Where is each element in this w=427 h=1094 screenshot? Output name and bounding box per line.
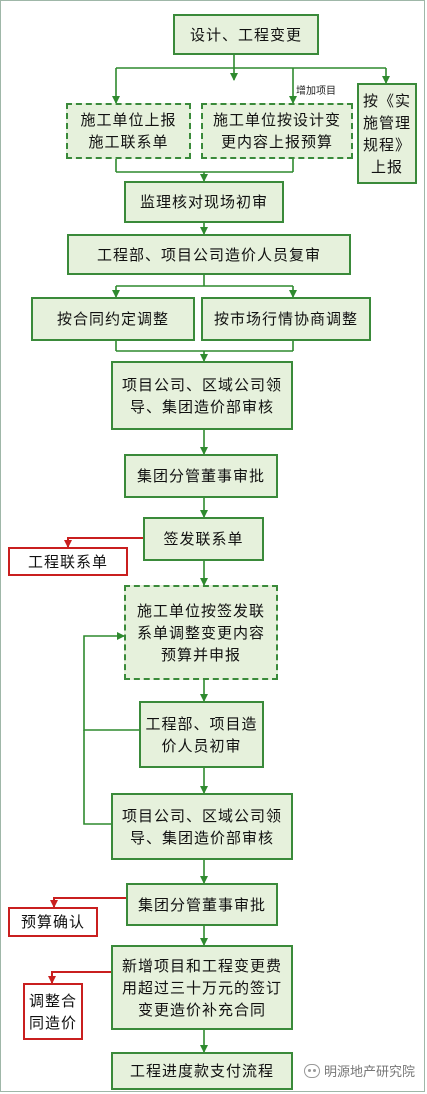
node-director-approval-1: 集团分管董事审批 [124,454,278,498]
node-adjust-by-contract: 按合同约定调整 [31,297,195,341]
node-progress-payment: 工程进度款支付流程 [111,1052,293,1090]
edge-n15-loop [83,730,111,825]
node-director-approval-2: 集团分管董事审批 [126,883,278,926]
node-adjust-contract-price: 调整合 同造价 [23,983,83,1040]
node-leadership-review-2: 项目公司、区域公司领 导、集团造价部审核 [111,793,293,860]
edge-n16-n17 [50,897,126,908]
node-budget-confirm: 预算确认 [8,907,98,937]
edge-n14-loop [83,632,139,731]
node-leadership-review-1: 项目公司、区域公司领 导、集团造价部审核 [111,361,293,430]
edge-n7-n9 [115,341,294,361]
wechat-icon [303,1063,320,1078]
edge-n1-split [116,55,386,103]
label-add-item: 增加项目 [296,86,336,97]
node-issue-contact-sheet: 签发联系单 [143,517,264,561]
node-supplementary-contract: 新增项目和工程变更费 用超过三十万元的签订 变更造价补充合同 [111,945,293,1030]
node-supervisor-review: 监理核对现场初审 [124,181,284,223]
node-design-change: 设计、工程变更 [173,14,319,55]
node-engineering-contact-sheet: 工程联系单 [8,547,128,576]
edge-n18-n19 [48,971,111,984]
watermark-text: 明源地产研究院 [323,1065,415,1080]
node-resubmit-budget: 施工单位按签发联 系单调整变更内容 预算并申报 [124,585,278,680]
node-submit-budget: 施工单位按设计变 更内容上报预算 [201,103,353,159]
edge-n6-split [116,275,293,297]
node-per-regulation: 按《实 施管理 规程》 上报 [357,83,417,184]
node-submit-contact-sheet: 施工单位上报 施工联系单 [66,103,191,159]
watermark: 明源地产研究院 [303,1061,415,1080]
edge-n11-n12 [64,537,143,548]
node-adjust-by-market: 按市场行情协商调整 [201,297,371,341]
node-cost-initial-review: 工程部、项目造 价人员初审 [139,701,264,768]
edge-n2-n5 [115,159,294,181]
node-cost-recheck: 工程部、项目公司造价人员复审 [67,234,351,275]
